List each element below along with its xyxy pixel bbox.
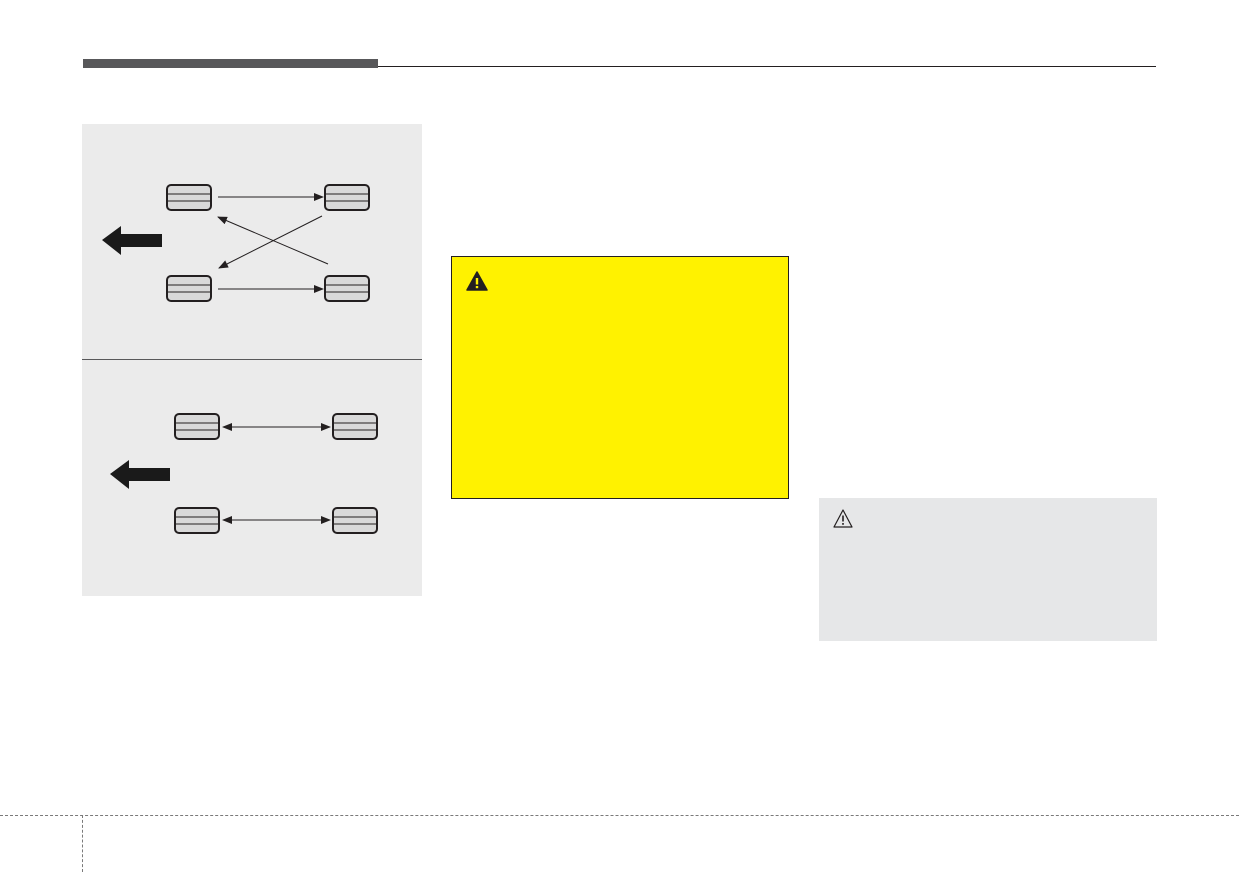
tire-rotation-cross-diagram (82, 124, 422, 359)
swap-rotation-svg (110, 413, 378, 534)
panel-divider (82, 359, 422, 360)
tire-icon (324, 184, 370, 211)
header-rule (378, 66, 1156, 67)
tire-icon (166, 184, 212, 211)
header-accent-bar (83, 59, 378, 68)
tire-icon (174, 507, 220, 534)
cross-rotation-svg (102, 184, 370, 302)
caution-box (819, 498, 1157, 641)
footer-margin-line (82, 815, 83, 872)
tire-icon (332, 507, 378, 534)
tire-icon (174, 413, 220, 440)
rotation-arrow (218, 215, 323, 269)
tire-icon (332, 413, 378, 440)
tire-icon (166, 275, 212, 302)
footer-cut-line (0, 815, 1239, 816)
left-arrow-icon (102, 226, 162, 255)
tire-rotation-swap-diagram (82, 360, 422, 596)
caution-triangle-icon (833, 509, 853, 528)
warning-box (451, 256, 789, 499)
left-arrow-icon (110, 460, 170, 489)
warning-triangle-icon (466, 271, 488, 291)
tire-icon (324, 275, 370, 302)
